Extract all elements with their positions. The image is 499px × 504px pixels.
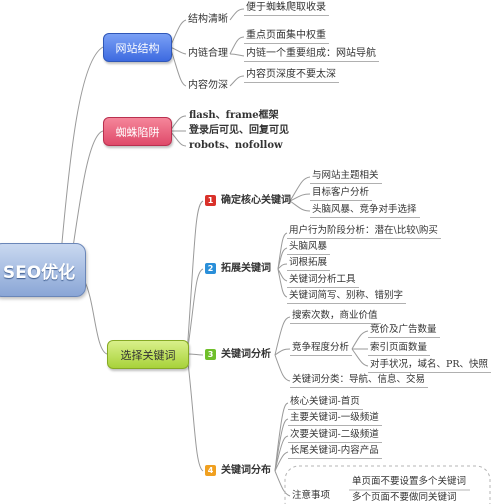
step-2-label: 拓展关键词 — [221, 263, 271, 274]
keyword-selection-label: 选择关键词 — [120, 348, 176, 362]
spider-trap-item-1: flash、frame框架 — [189, 110, 279, 121]
step-2-badge: 2 — [205, 263, 216, 274]
step-3-item-1: 搜索次数，商业价值 — [290, 310, 381, 324]
site-structure-node[interactable]: 网站结构 — [103, 33, 172, 62]
step-4-item-1: 核心关键词-首页 — [288, 396, 363, 410]
spider-traps-node[interactable]: 蜘蛛陷阱 — [103, 117, 172, 146]
root-node[interactable]: SEO优化 — [0, 243, 86, 297]
structure-clear: 结构清晰 — [188, 14, 228, 25]
internal-links-note-2: 内链一个重要组成：网站导航 — [244, 48, 379, 62]
internal-links-note-1: 重点页面集中权重 — [244, 30, 329, 44]
step-2-item-3: 词根拓展 — [287, 257, 331, 271]
step-4-notes-label: 注意事项 — [292, 490, 331, 501]
step-1-badge: 1 — [205, 195, 216, 206]
step-1-label: 确定核心关键词 — [221, 195, 291, 206]
step-2-item-4: 关键词分析工具 — [287, 274, 359, 288]
root-label: SEO优化 — [2, 262, 76, 283]
spider-trap-item-2: 登录后可见、回复可见 — [189, 125, 289, 136]
spider-traps-label: 蜘蛛陷阱 — [115, 125, 160, 139]
step-3-badge: 3 — [205, 349, 216, 360]
step-1-item-2: 目标客户分析 — [310, 187, 373, 201]
step-2-item-1: 用户行为阶段分析：潜在\比较\购买 — [287, 225, 441, 239]
step-1-item-3: 头脑风暴、竞争对手选择 — [310, 204, 420, 218]
step-2-item-5: 关键词简写、别称、错别字 — [287, 290, 407, 304]
keyword-selection-node[interactable]: 选择关键词 — [107, 340, 189, 369]
step-3-item-3: 关键词分类：导航、信息、交易 — [290, 374, 429, 388]
site-structure-label: 网站结构 — [115, 41, 160, 55]
step-2-item-2: 头脑风暴 — [287, 241, 331, 255]
structure-clear-note: 便于蜘蛛爬取收录 — [244, 2, 329, 16]
step-4-note-2: 多个页面不要做同关键词 — [352, 492, 457, 503]
spider-trap-item-3: robots、nofollow — [189, 140, 283, 151]
step-4-item-2: 主要关键词-一级频道 — [288, 412, 382, 426]
step-4-note-1: 单页面不要设置多个关键词 — [352, 476, 467, 487]
competition-item-2: 索引页面数量 — [368, 342, 431, 356]
competition-item-1: 竞价及广告数量 — [368, 324, 440, 338]
content-depth-note: 内容页深度不要太深 — [244, 69, 339, 83]
step-4-item-3: 次要关键词-二级频道 — [288, 429, 382, 443]
step-3-item-2: 竞争程度分析 — [290, 342, 353, 356]
content-depth: 内容勿深 — [188, 80, 228, 91]
step-1-item-1: 与网站主题相关 — [310, 170, 382, 184]
step-4-item-4: 长尾关键词-内容产品 — [288, 445, 382, 459]
step-3-label: 关键词分析 — [221, 349, 271, 360]
step-4-badge: 4 — [205, 465, 216, 476]
step-4-label: 关键词分布 — [221, 465, 271, 476]
internal-links: 内链合理 — [188, 48, 228, 59]
competition-item-3: 对手状况，域名、PR、快照 — [368, 359, 492, 373]
